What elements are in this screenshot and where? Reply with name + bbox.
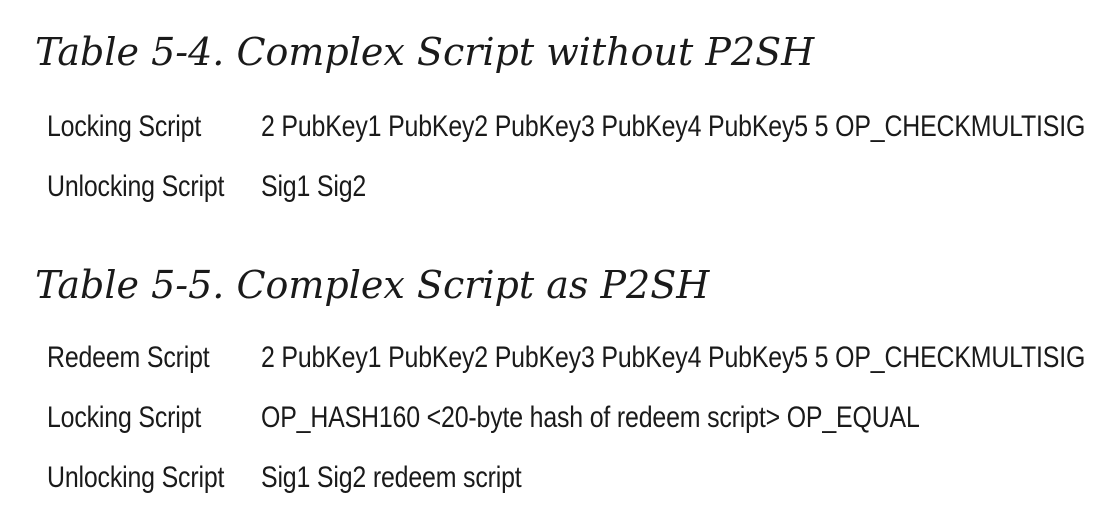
table-row: Locking Script OP_HASH160 <20-byte hash … <box>47 388 1116 448</box>
row-label: Unlocking Script <box>47 461 225 494</box>
table-row: Unlocking Script Sig1 Sig2 <box>47 157 1116 217</box>
row-value-cell: 2 PubKey1 PubKey2 PubKey3 PubKey4 PubKey… <box>261 328 1116 388</box>
row-label-cell: Unlocking Script <box>47 157 261 217</box>
table-row: Locking Script 2 PubKey1 PubKey2 PubKey3… <box>47 97 1116 157</box>
row-label-cell: Redeem Script <box>47 328 261 388</box>
row-value: OP_HASH160 <20-byte hash of redeem scrip… <box>260 401 920 434</box>
row-value-cell: OP_HASH160 <20-byte hash of redeem scrip… <box>261 388 1116 448</box>
row-label-cell: Locking Script <box>47 388 261 448</box>
script-table: Locking Script 2 PubKey1 PubKey2 PubKey3… <box>47 97 1116 217</box>
row-label: Unlocking Script <box>47 170 225 203</box>
row-label-cell: Unlocking Script <box>47 448 261 508</box>
row-label: Locking Script <box>47 401 202 434</box>
row-value: Sig1 Sig2 redeem script <box>260 461 522 494</box>
row-label: Locking Script <box>47 110 202 143</box>
row-value-cell: Sig1 Sig2 redeem script <box>261 448 1116 508</box>
table-row: Redeem Script 2 PubKey1 PubKey2 PubKey3 … <box>47 328 1116 388</box>
row-value-cell: 2 PubKey1 PubKey2 PubKey3 PubKey4 PubKey… <box>261 97 1116 157</box>
table-title: Table 5-5. Complex Script as P2SH <box>35 263 710 307</box>
row-value: Sig1 Sig2 <box>260 170 366 203</box>
script-table: Redeem Script 2 PubKey1 PubKey2 PubKey3 … <box>47 328 1116 508</box>
table-title: Table 5-4. Complex Script without P2SH <box>35 30 815 74</box>
row-label: Redeem Script <box>47 341 210 374</box>
table-row: Unlocking Script Sig1 Sig2 redeem script <box>47 448 1116 508</box>
row-label-cell: Locking Script <box>47 97 261 157</box>
row-value-cell: Sig1 Sig2 <box>261 157 1116 217</box>
row-value: 2 PubKey1 PubKey2 PubKey3 PubKey4 PubKey… <box>260 110 1085 143</box>
row-value: 2 PubKey1 PubKey2 PubKey3 PubKey4 PubKey… <box>260 341 1085 374</box>
